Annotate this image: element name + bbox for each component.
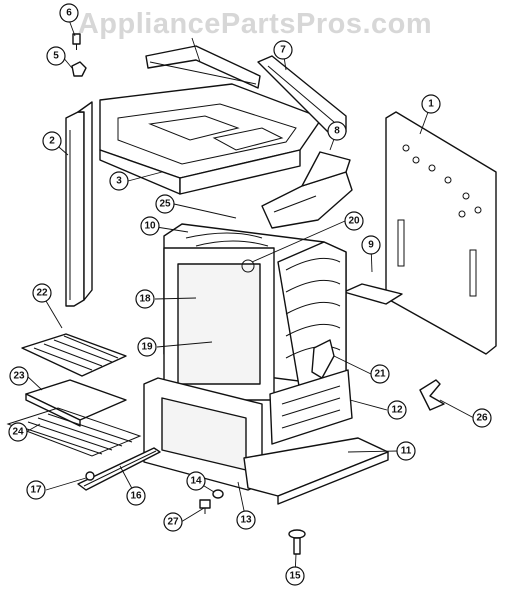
part-drawer-front xyxy=(143,377,263,491)
svg-text:27: 27 xyxy=(167,517,179,528)
part-oven-rack xyxy=(6,407,142,457)
callout-19: 19 xyxy=(137,337,157,357)
svg-text:21: 21 xyxy=(374,369,386,380)
part-rear-strip xyxy=(343,283,403,305)
svg-text:14: 14 xyxy=(190,476,202,487)
svg-text:5: 5 xyxy=(53,51,59,62)
callout-7: 7 xyxy=(273,40,293,60)
callout-15: 15 xyxy=(285,566,305,586)
callout-24: 24 xyxy=(8,422,28,442)
svg-text:8: 8 xyxy=(334,126,340,137)
callout-20: 20 xyxy=(344,211,364,231)
part-left-side-panel xyxy=(65,101,93,307)
callout-16: 16 xyxy=(126,486,146,506)
callout-27: 27 xyxy=(163,512,183,532)
part-washer xyxy=(212,489,224,499)
svg-text:25: 25 xyxy=(159,199,171,210)
svg-text:10: 10 xyxy=(144,221,156,232)
svg-text:17: 17 xyxy=(30,485,42,496)
svg-text:24: 24 xyxy=(12,427,24,438)
part-top-rear-bar xyxy=(145,45,261,89)
svg-text:23: 23 xyxy=(13,371,25,382)
leader-lines xyxy=(25,19,475,577)
svg-text:16: 16 xyxy=(130,491,142,502)
part-side-vent-panel xyxy=(269,369,353,445)
watermark-text: AppliancePartsPros.com xyxy=(77,8,433,40)
part-vent-trim xyxy=(257,55,347,137)
part-base-pan xyxy=(243,437,389,505)
callout-8: 8 xyxy=(327,121,347,141)
callout-12: 12 xyxy=(387,400,407,420)
callout-10: 10 xyxy=(140,216,160,236)
svg-text:2: 2 xyxy=(49,136,55,147)
part-back-panel xyxy=(385,111,497,355)
svg-text:13: 13 xyxy=(240,515,252,526)
svg-text:7: 7 xyxy=(280,45,286,56)
svg-text:1: 1 xyxy=(428,99,434,110)
part-rail-screw xyxy=(85,471,95,481)
svg-text:20: 20 xyxy=(348,216,360,227)
callout-3: 3 xyxy=(109,171,129,191)
svg-text:3: 3 xyxy=(116,176,122,187)
callout-14: 14 xyxy=(186,471,206,491)
svg-text:9: 9 xyxy=(368,240,374,251)
svg-text:22: 22 xyxy=(36,288,48,299)
part-leveling-leg xyxy=(288,529,306,555)
callout-1: 1 xyxy=(421,94,441,114)
callout-23: 23 xyxy=(9,366,29,386)
part-drawer-rail xyxy=(77,447,161,491)
callout-5: 5 xyxy=(46,46,66,66)
part-broiler-grid xyxy=(21,333,127,377)
svg-text:11: 11 xyxy=(401,446,412,457)
callout-26: 26 xyxy=(472,408,492,428)
svg-text:19: 19 xyxy=(141,342,153,353)
callout-11: 11 xyxy=(396,441,416,461)
callout-25: 25 xyxy=(155,194,175,214)
part-screw xyxy=(72,33,81,50)
svg-text:6: 6 xyxy=(66,8,72,19)
callout-21: 21 xyxy=(370,364,390,384)
part-oven-cavity xyxy=(163,223,347,401)
part-bolt xyxy=(199,499,211,514)
part-vent-duct xyxy=(261,151,353,229)
svg-text:12: 12 xyxy=(391,405,403,416)
callout-22: 22 xyxy=(32,283,52,303)
svg-text:18: 18 xyxy=(139,294,151,305)
callout-17: 17 xyxy=(26,480,46,500)
callout-9: 9 xyxy=(361,235,381,255)
svg-text:26: 26 xyxy=(476,413,488,424)
callout-18: 18 xyxy=(135,289,155,309)
callout-2: 2 xyxy=(42,131,62,151)
callout-13: 13 xyxy=(236,510,256,530)
callout-6: 6 xyxy=(59,3,79,23)
part-bracket xyxy=(419,379,445,411)
part-small-clip xyxy=(71,61,87,77)
svg-text:15: 15 xyxy=(289,571,301,582)
part-igniter xyxy=(311,339,335,379)
part-cooktop-frame xyxy=(99,83,323,195)
